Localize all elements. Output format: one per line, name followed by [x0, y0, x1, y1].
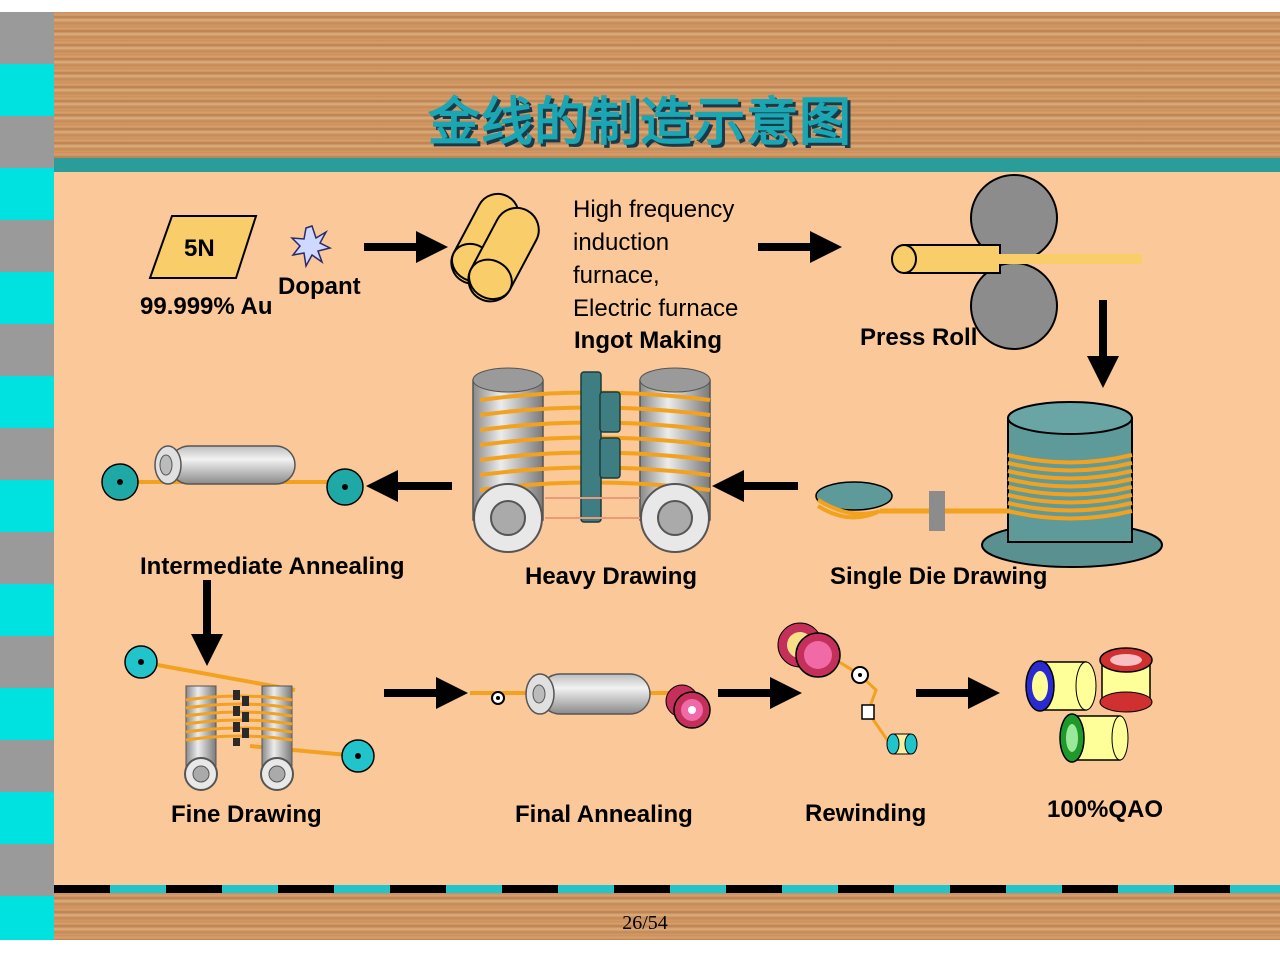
furnace-description: High frequency induction furnace, Electr…: [573, 193, 738, 325]
slide-title: 金线的制造示意图: [427, 93, 852, 153]
qao-label: 100%QAO: [1047, 796, 1164, 823]
furnace-line: Electric furnace: [573, 295, 739, 322]
final-annealing-label: Final Annealing: [515, 801, 693, 828]
ingot-making-label: Ingot Making: [574, 327, 722, 354]
wood-header-band: [54, 12, 1280, 158]
final-annealing-icon: [470, 673, 711, 729]
dopant-label: Dopant: [278, 273, 361, 300]
finished-spools-icon: [1025, 647, 1153, 763]
press-roll-label: Press Roll: [860, 324, 978, 351]
wood-footer-band: [54, 893, 1280, 940]
gold-purity-parallelogram: [148, 215, 258, 279]
rewinding-label: Rewinding: [805, 800, 927, 827]
header-divider: [54, 158, 1280, 172]
purity-code-label: 5N: [184, 235, 215, 262]
heavy-drawing-machine-icon: [472, 367, 711, 553]
dopant-burst-icon: [290, 225, 333, 269]
press-roll-icon: [891, 174, 1142, 350]
page-number: 26/54: [622, 912, 668, 934]
furnace-line: furnace,: [573, 262, 660, 289]
fine-drawing-machine-icon: [124, 645, 375, 791]
heavy-drawing-label: Heavy Drawing: [525, 563, 698, 590]
purity-label: 99.999% Au: [140, 293, 273, 320]
furnace-line: High frequency: [573, 196, 735, 223]
footer-dash-divider: [54, 885, 1280, 895]
intermediate-annealing-icon: [101, 445, 364, 506]
intermediate-annealing-label: Intermediate Annealing: [140, 553, 405, 580]
furnace-line: induction: [573, 229, 670, 256]
rewinding-icon: [777, 622, 918, 755]
single-die-drawing-label: Single Die Drawing: [830, 563, 1048, 590]
gold-ingots-icon: [450, 192, 540, 303]
fine-drawing-label: Fine Drawing: [171, 801, 322, 828]
single-die-drum-icon: [815, 401, 1163, 568]
